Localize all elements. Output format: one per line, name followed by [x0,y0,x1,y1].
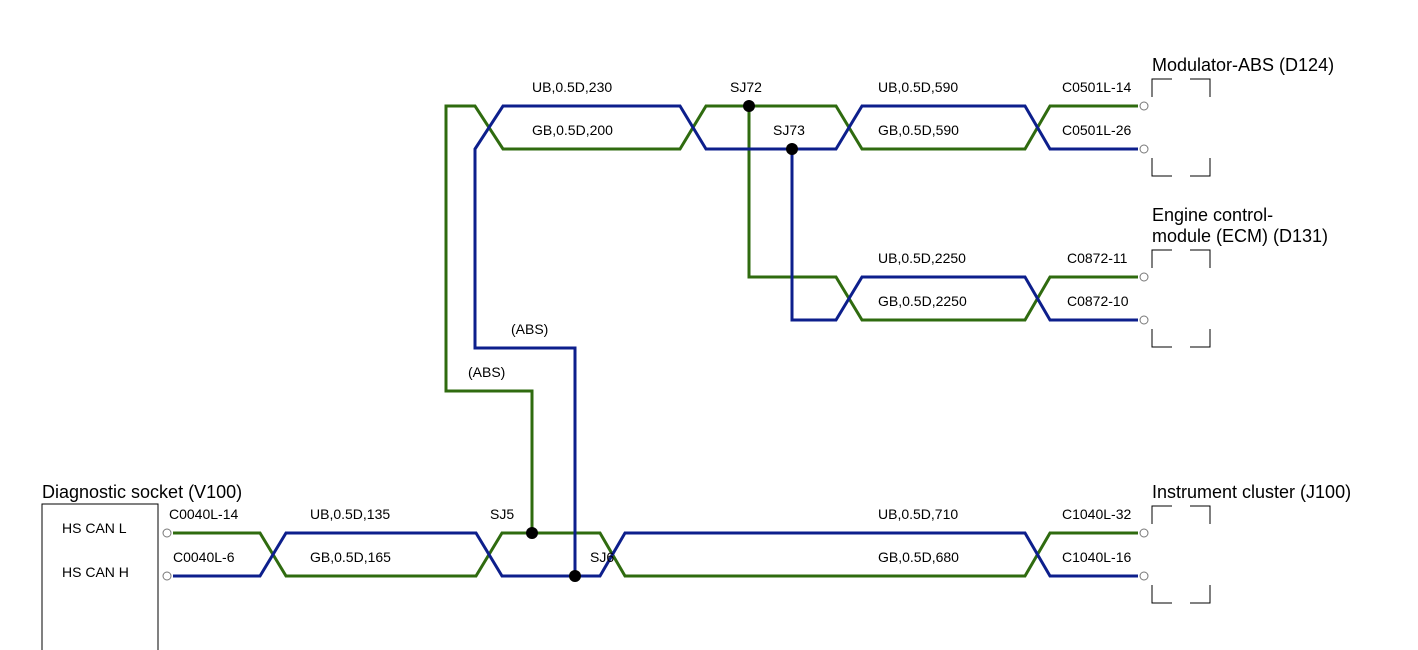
can-high-wire-abs-branch [473,104,1138,576]
wire-label-ecm-gb: GB,0.5D,2250 [878,293,967,309]
pin-c0040l-6 [162,571,172,581]
splice-label-sj73: SJ73 [773,122,805,138]
splice-label-sj6: SJ6 [590,549,614,565]
pin-c0872-11 [1139,272,1149,282]
ecm-frame [1151,249,1211,348]
can-low-wire-ecm-branch [747,106,1138,322]
instrument-cluster-frame [1151,505,1211,604]
diagnostic-socket-title: Diagnostic socket (V100) [42,482,242,502]
splice-sj72 [743,100,755,112]
ecm-title-line1: Engine control- [1152,205,1273,225]
pin-c0501l-26 [1139,144,1149,154]
wire-label-diag-ub: UB,0.5D,135 [310,506,390,522]
connector-c0501l-14: C0501L-14 [1062,79,1131,95]
connector-c0040l-14: C0040L-14 [169,506,238,522]
pin-c0501l-14 [1139,101,1149,111]
pin-label-hs-can-h: HS CAN H [62,564,129,580]
wire-label-ic-ub: UB,0.5D,710 [878,506,958,522]
diagnostic-socket-box [41,503,159,650]
wire-label-ecm-ub: UB,0.5D,2250 [878,250,966,266]
ecm-title-line2: module (ECM) (D131) [1152,226,1328,246]
pin-c1040l-16 [1139,571,1149,581]
splice-label-sj5: SJ5 [490,506,514,522]
connector-c1040l-32: C1040L-32 [1062,506,1131,522]
modulator-abs-title: Modulator-ABS (D124) [1152,55,1334,75]
pin-c0872-10 [1139,315,1149,325]
pin-label-hs-can-l: HS CAN L [62,520,127,536]
branch-label-abs-blue: (ABS) [511,321,548,337]
can-high-wire-ecm-branch [790,149,1138,322]
connector-c0872-11: C0872-11 [1067,250,1128,266]
pin-c1040l-32 [1139,528,1149,538]
can-high-wire-main [173,531,1138,578]
connector-c1040l-16: C1040L-16 [1062,549,1131,565]
wire-label-top-ub: UB,0.5D,230 [532,79,612,95]
wire-label-abs-gb: GB,0.5D,590 [878,122,959,138]
wire-label-top-gb: GB,0.5D,200 [532,122,613,138]
connector-c0501l-26: C0501L-26 [1062,122,1131,138]
branch-label-abs-green: (ABS) [468,364,505,380]
pin-c0040l-14 [162,528,172,538]
wire-label-abs-ub: UB,0.5D,590 [878,79,958,95]
splice-sj6 [569,570,581,582]
connector-c0872-10: C0872-10 [1067,293,1129,309]
splice-label-sj72: SJ72 [730,79,762,95]
splice-sj5 [526,527,538,539]
connector-c0040l-6: C0040L-6 [173,549,235,565]
modulator-abs-frame [1151,78,1211,177]
wire-label-diag-gb: GB,0.5D,165 [310,549,391,565]
can-low-wire-abs-branch [444,104,1138,533]
splice-sj73 [786,143,798,155]
instrument-cluster-title: Instrument cluster (J100) [1152,482,1351,502]
wire-label-ic-gb: GB,0.5D,680 [878,549,959,565]
